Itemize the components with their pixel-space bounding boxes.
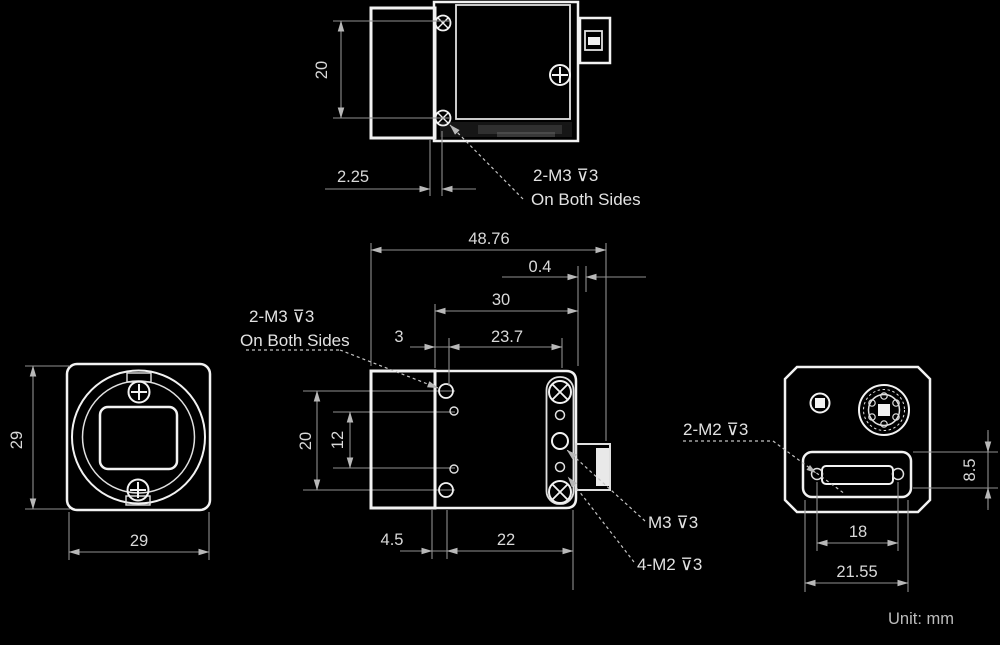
- note-4m2-depth: 4-M2 ⊽3: [637, 555, 702, 574]
- dim-label: 29: [8, 431, 26, 449]
- top-body-outline: [432, 0, 580, 143]
- m2-hole: [554, 461, 566, 473]
- screw-icon: [549, 64, 571, 86]
- dim-label: 30: [492, 291, 510, 309]
- dim-label: 48.76: [468, 230, 509, 248]
- top-connector: [578, 16, 612, 65]
- dim-label: 2.25: [337, 168, 369, 186]
- dim-label: 3: [394, 328, 403, 346]
- m3-side-hole: [438, 383, 454, 399]
- dim-label: 29: [130, 532, 148, 550]
- led-indicator: [809, 392, 831, 414]
- note-m3-both-sides-line2: On Both Sides: [531, 190, 641, 209]
- dim-top-20: 20: [313, 20, 450, 119]
- top-body-top-face: [455, 4, 571, 120]
- dim-back-8-5: 8.5: [913, 430, 998, 510]
- back-body-outline: [783, 365, 932, 514]
- m2-side-hole: [449, 464, 459, 474]
- note-m3-depth: M3 ⊽3: [648, 513, 698, 532]
- m2-side-hole: [449, 406, 459, 416]
- leader-line: [449, 124, 524, 200]
- dim-label: 21.55: [836, 563, 877, 581]
- dim-label: 18: [849, 523, 867, 541]
- dim-side-12: 12: [329, 411, 354, 469]
- back-view: 2-M2 ⊽3 8.5 18 21.55: [683, 365, 998, 592]
- dim-side-20: 20: [297, 390, 321, 491]
- side-view: 48.76 0.4 30 3 23.7: [240, 230, 702, 590]
- dim-label: 0.4: [529, 258, 552, 276]
- dim-label: 4.5: [381, 531, 404, 549]
- note-2m2-depth: 2-M2 ⊽3: [683, 420, 748, 439]
- dim-label: 8.5: [961, 459, 979, 482]
- dim-side-3-23-7: 3 23.7: [394, 328, 563, 386]
- m3-side-hole: [438, 482, 454, 498]
- m2-hole: [554, 409, 566, 421]
- front-view: 29 29: [8, 362, 212, 560]
- dim-front-height: 29: [8, 365, 70, 510]
- note-side-m3-line1: 2-M3 ⊽3: [249, 307, 314, 326]
- side-body-outline: [433, 369, 578, 510]
- unit-label: Unit: mm: [888, 610, 954, 628]
- leader-line: [339, 349, 439, 389]
- dim-back-21-55: 21.55: [804, 500, 909, 592]
- screw-icon: [548, 480, 572, 504]
- dim-label: 20: [297, 432, 315, 450]
- dim-side-4-5-22: 4.5 22: [381, 510, 574, 590]
- screw-icon: [434, 14, 452, 32]
- note-m3-both-sides-line1: 2-M3 ⊽3: [533, 166, 598, 185]
- dim-side-48-76: 48.76: [370, 230, 607, 441]
- m8-connector: [858, 384, 910, 436]
- dim-label: 20: [313, 61, 331, 79]
- lens-mount-circle: [71, 369, 206, 505]
- dim-side-0-4: 0.4: [502, 258, 646, 366]
- leader-arrowhead: [806, 465, 817, 474]
- dim-label: 23.7: [491, 328, 523, 346]
- front-body-outline: [65, 362, 212, 512]
- dim-side-30: 30: [434, 291, 579, 368]
- screw-icon: [127, 380, 151, 404]
- dim-label: 22: [497, 531, 515, 549]
- screw-icon: [126, 478, 150, 502]
- data-connector: [801, 450, 913, 499]
- top-view: 20 2.25 2-M3 ⊽3 On Both Sides: [313, 0, 641, 209]
- dim-top-2-25: 2.25: [325, 131, 476, 196]
- top-body-shading-highlight2: [497, 132, 555, 137]
- m3-tripod-hole: [551, 432, 569, 450]
- sensor-window: [98, 405, 179, 471]
- dim-front-width: 29: [68, 512, 210, 560]
- dim-back-18: 18: [816, 482, 899, 551]
- top-body-shading-highlight: [478, 125, 562, 134]
- note-side-m3-line2: On Both Sides: [240, 331, 350, 350]
- screw-icon: [548, 380, 572, 404]
- dim-label: 12: [329, 431, 347, 449]
- side-rear-connector: [575, 443, 611, 491]
